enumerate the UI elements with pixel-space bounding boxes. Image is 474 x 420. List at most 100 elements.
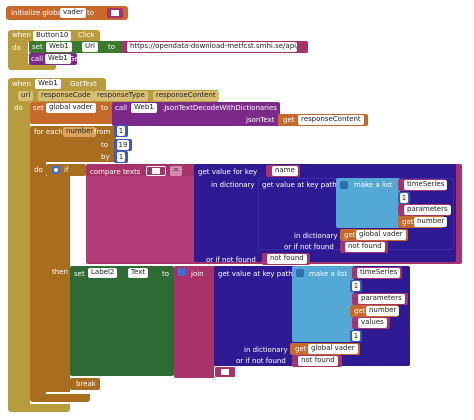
call-web1-selector[interactable]: Web1	[45, 54, 71, 64]
param-responsecontent[interactable]: responseContent	[153, 91, 219, 101]
gottext-when-label: when	[12, 80, 31, 88]
compare-empty-quote	[152, 168, 160, 174]
call-label: call	[31, 55, 44, 63]
then-make-list-label: make a list	[309, 270, 348, 278]
initialize-global-label: initialize global	[11, 9, 64, 17]
set-to-label: to	[108, 43, 116, 51]
global-vader-get-selector[interactable]: global vader	[356, 230, 406, 240]
key-or-not-found-label: or if not found	[206, 256, 256, 264]
then-in-dictionary-label: in dictionary	[244, 346, 288, 354]
then-get-global-vader-label: get	[295, 345, 307, 353]
make-list-gear-icon[interactable]	[340, 181, 348, 189]
button-click-event-spine	[8, 42, 28, 64]
list-item-timeseries[interactable]: timeSeries	[404, 180, 448, 190]
then-item-number-selector[interactable]: number	[366, 306, 400, 316]
list-item-parameters[interactable]: parameters	[404, 205, 451, 215]
then-get-value-at-path-label: get value at key path	[218, 270, 293, 278]
path-or-not-found-label: or if not found	[284, 243, 334, 251]
do-label: do	[12, 44, 21, 52]
text-property-selector[interactable]: Text	[128, 268, 149, 278]
join-empty-quote	[221, 369, 229, 375]
list-item-get-label: get	[402, 218, 414, 226]
key-not-found-value[interactable]: not found	[267, 254, 307, 264]
param-responsetype[interactable]: responseType	[94, 91, 148, 101]
json-method-label: .JsonTextDecodeWithDictionaries	[162, 104, 277, 112]
url-text-value[interactable]: https://opendata-download-metfcst.smhi.s…	[127, 42, 297, 52]
path-not-found-value[interactable]: not found	[345, 242, 385, 252]
get-response-label: get	[283, 116, 295, 124]
if-spine	[46, 176, 70, 392]
join-gear-icon[interactable]	[178, 268, 186, 276]
key-name-value[interactable]: name	[272, 166, 298, 176]
when-label: when	[12, 31, 31, 39]
global-name-field[interactable]: vader	[60, 8, 87, 18]
by-label: by	[101, 153, 110, 161]
url-property-selector[interactable]: Url	[82, 42, 98, 52]
get-method-label: Get	[69, 55, 82, 63]
then-label: then	[52, 268, 68, 276]
get-value-for-key-label: get value for key	[198, 168, 258, 176]
then-item-values[interactable]: values	[358, 318, 387, 328]
global-vader-selector[interactable]: global vader	[46, 103, 96, 113]
gottext-web1-selector[interactable]: Web1	[35, 79, 61, 89]
json-text-label: jsonText	[246, 116, 275, 124]
path-in-dictionary-label: in dictionary	[294, 232, 338, 240]
json-call-label: call	[115, 104, 128, 112]
gottext-event-spine	[8, 102, 30, 408]
for-each-do-label: do	[34, 166, 43, 174]
then-item-timeseries[interactable]: timeSeries	[357, 268, 401, 278]
to-label: to	[101, 141, 109, 149]
then-item-1b[interactable]: 1	[352, 331, 360, 341]
button-click-event-foot	[8, 64, 56, 70]
from-label: from	[94, 128, 111, 136]
initialize-to-label: to	[87, 9, 95, 17]
join-label: join	[191, 270, 204, 278]
web1-selector[interactable]: Web1	[46, 42, 72, 52]
by-number-value[interactable]: 1	[117, 152, 125, 162]
then-item-1[interactable]: 1	[352, 281, 360, 291]
then-item-parameters[interactable]: parameters	[358, 294, 405, 304]
button10-selector[interactable]: Button10	[33, 31, 72, 41]
get-global-vader-label: get	[344, 231, 356, 239]
list-item-1[interactable]: 1	[400, 193, 408, 203]
set-var-to-label: to	[101, 104, 109, 112]
for-each-var-field[interactable]: number	[63, 127, 97, 137]
gear-icon-center	[54, 168, 58, 172]
gottext-do-label: do	[14, 104, 23, 112]
compare-operator-dropdown[interactable]: =	[170, 166, 182, 176]
break-label: break	[76, 380, 96, 388]
then-to-label: to	[162, 270, 170, 278]
for-each-spine	[30, 162, 46, 398]
gottext-event-foot	[8, 404, 70, 412]
click-event-label: Click	[78, 31, 95, 39]
param-url[interactable]: url	[18, 91, 34, 101]
in-dictionary-label: in dictionary	[211, 181, 255, 189]
gottext-event-label: GotText	[70, 80, 97, 88]
set-label2-block[interactable]	[70, 266, 174, 376]
then-global-vader-selector[interactable]: global vader	[308, 344, 358, 354]
then-set-label: set	[74, 270, 85, 278]
json-web1-selector[interactable]: Web1	[131, 103, 157, 113]
response-content-selector[interactable]: responseContent	[298, 115, 364, 125]
then-make-list-block[interactable]	[292, 266, 354, 342]
make-list-label: make a list	[354, 181, 393, 189]
compare-texts-inner	[86, 176, 196, 262]
for-each-foot	[30, 394, 90, 402]
for-each-label: for each	[34, 128, 63, 136]
set-var-label: set	[33, 104, 44, 112]
param-responsecode[interactable]: responseCode	[38, 91, 94, 101]
set-label: set	[32, 43, 43, 51]
to-number-value[interactable]: 19	[117, 140, 129, 150]
then-item-get-label: get	[354, 307, 366, 315]
then-or-not-found-label: or if not found	[236, 357, 286, 365]
then-not-found-value[interactable]: not found	[298, 356, 338, 366]
empty-text-value[interactable]	[111, 10, 119, 16]
then-make-list-gear-icon[interactable]	[296, 269, 304, 277]
if-label: if	[64, 166, 69, 174]
get-value-at-path-label: get value at key path	[262, 181, 337, 189]
list-item-number-selector[interactable]: number	[414, 217, 448, 227]
break-block[interactable]	[70, 378, 100, 390]
compare-texts-label: compare texts	[90, 168, 141, 176]
from-number-value[interactable]: 1	[117, 126, 125, 136]
label2-selector[interactable]: Label2	[88, 268, 118, 278]
